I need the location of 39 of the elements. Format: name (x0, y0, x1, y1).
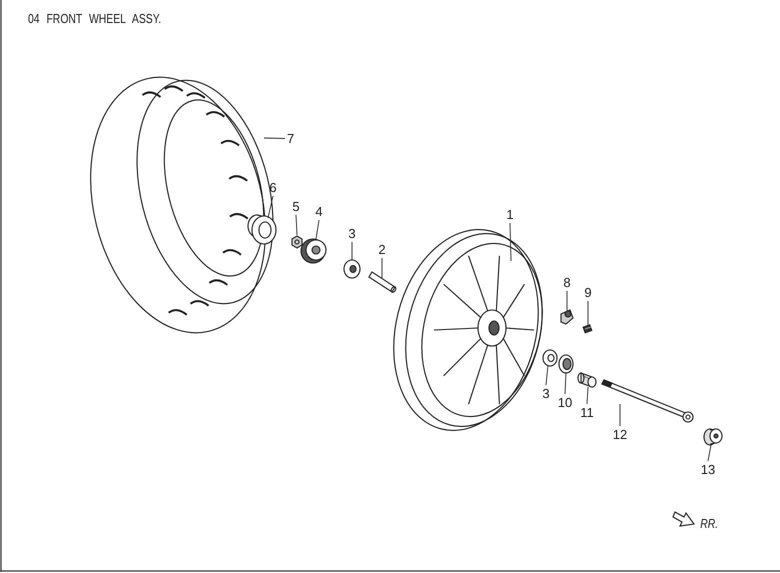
pin-drawing (368, 271, 396, 293)
gear-drawing (300, 238, 327, 264)
leader-line (708, 444, 712, 462)
leader-line (564, 372, 566, 394)
callout-number: 10 (554, 395, 576, 410)
leader-line (316, 220, 320, 240)
callout-number: 2 (371, 242, 393, 257)
callout-number: 6 (262, 180, 284, 195)
leader-line (510, 222, 512, 262)
wheel-rim-drawing (393, 229, 543, 431)
leader-line (268, 196, 274, 218)
nut-drawing (291, 235, 303, 249)
leader-line (264, 138, 286, 139)
page-title: 04 FRONT WHEEL ASSY. (28, 11, 162, 26)
callout-number: 13 (697, 462, 719, 477)
callout-number: 1 (499, 207, 521, 222)
leader-line (296, 214, 298, 236)
leader-line (546, 364, 548, 386)
callout-number: 11 (576, 405, 598, 420)
leader-line (566, 290, 568, 312)
bearing-drawing (343, 259, 361, 279)
direction-label: RR. (700, 516, 718, 531)
callout-number: 9 (577, 285, 599, 300)
collar-drawing (577, 372, 597, 388)
spacer-drawing (247, 214, 277, 245)
callout-number: 4 (308, 204, 330, 219)
end-cap-drawing (703, 428, 723, 446)
callout-number: 3 (341, 226, 363, 241)
oil-seal-drawing (558, 354, 574, 374)
leader-line (586, 386, 588, 404)
valve-cap-drawing (582, 324, 592, 334)
valve-drawing (560, 309, 574, 325)
callout-number: 3 (535, 386, 557, 401)
callout-number: 7 (287, 131, 294, 146)
callout-number: 12 (609, 427, 631, 442)
axle-drawing (601, 379, 694, 423)
callout-number: 5 (285, 199, 307, 214)
callout-number: 8 (556, 275, 578, 290)
bearing-drawing (542, 349, 558, 367)
